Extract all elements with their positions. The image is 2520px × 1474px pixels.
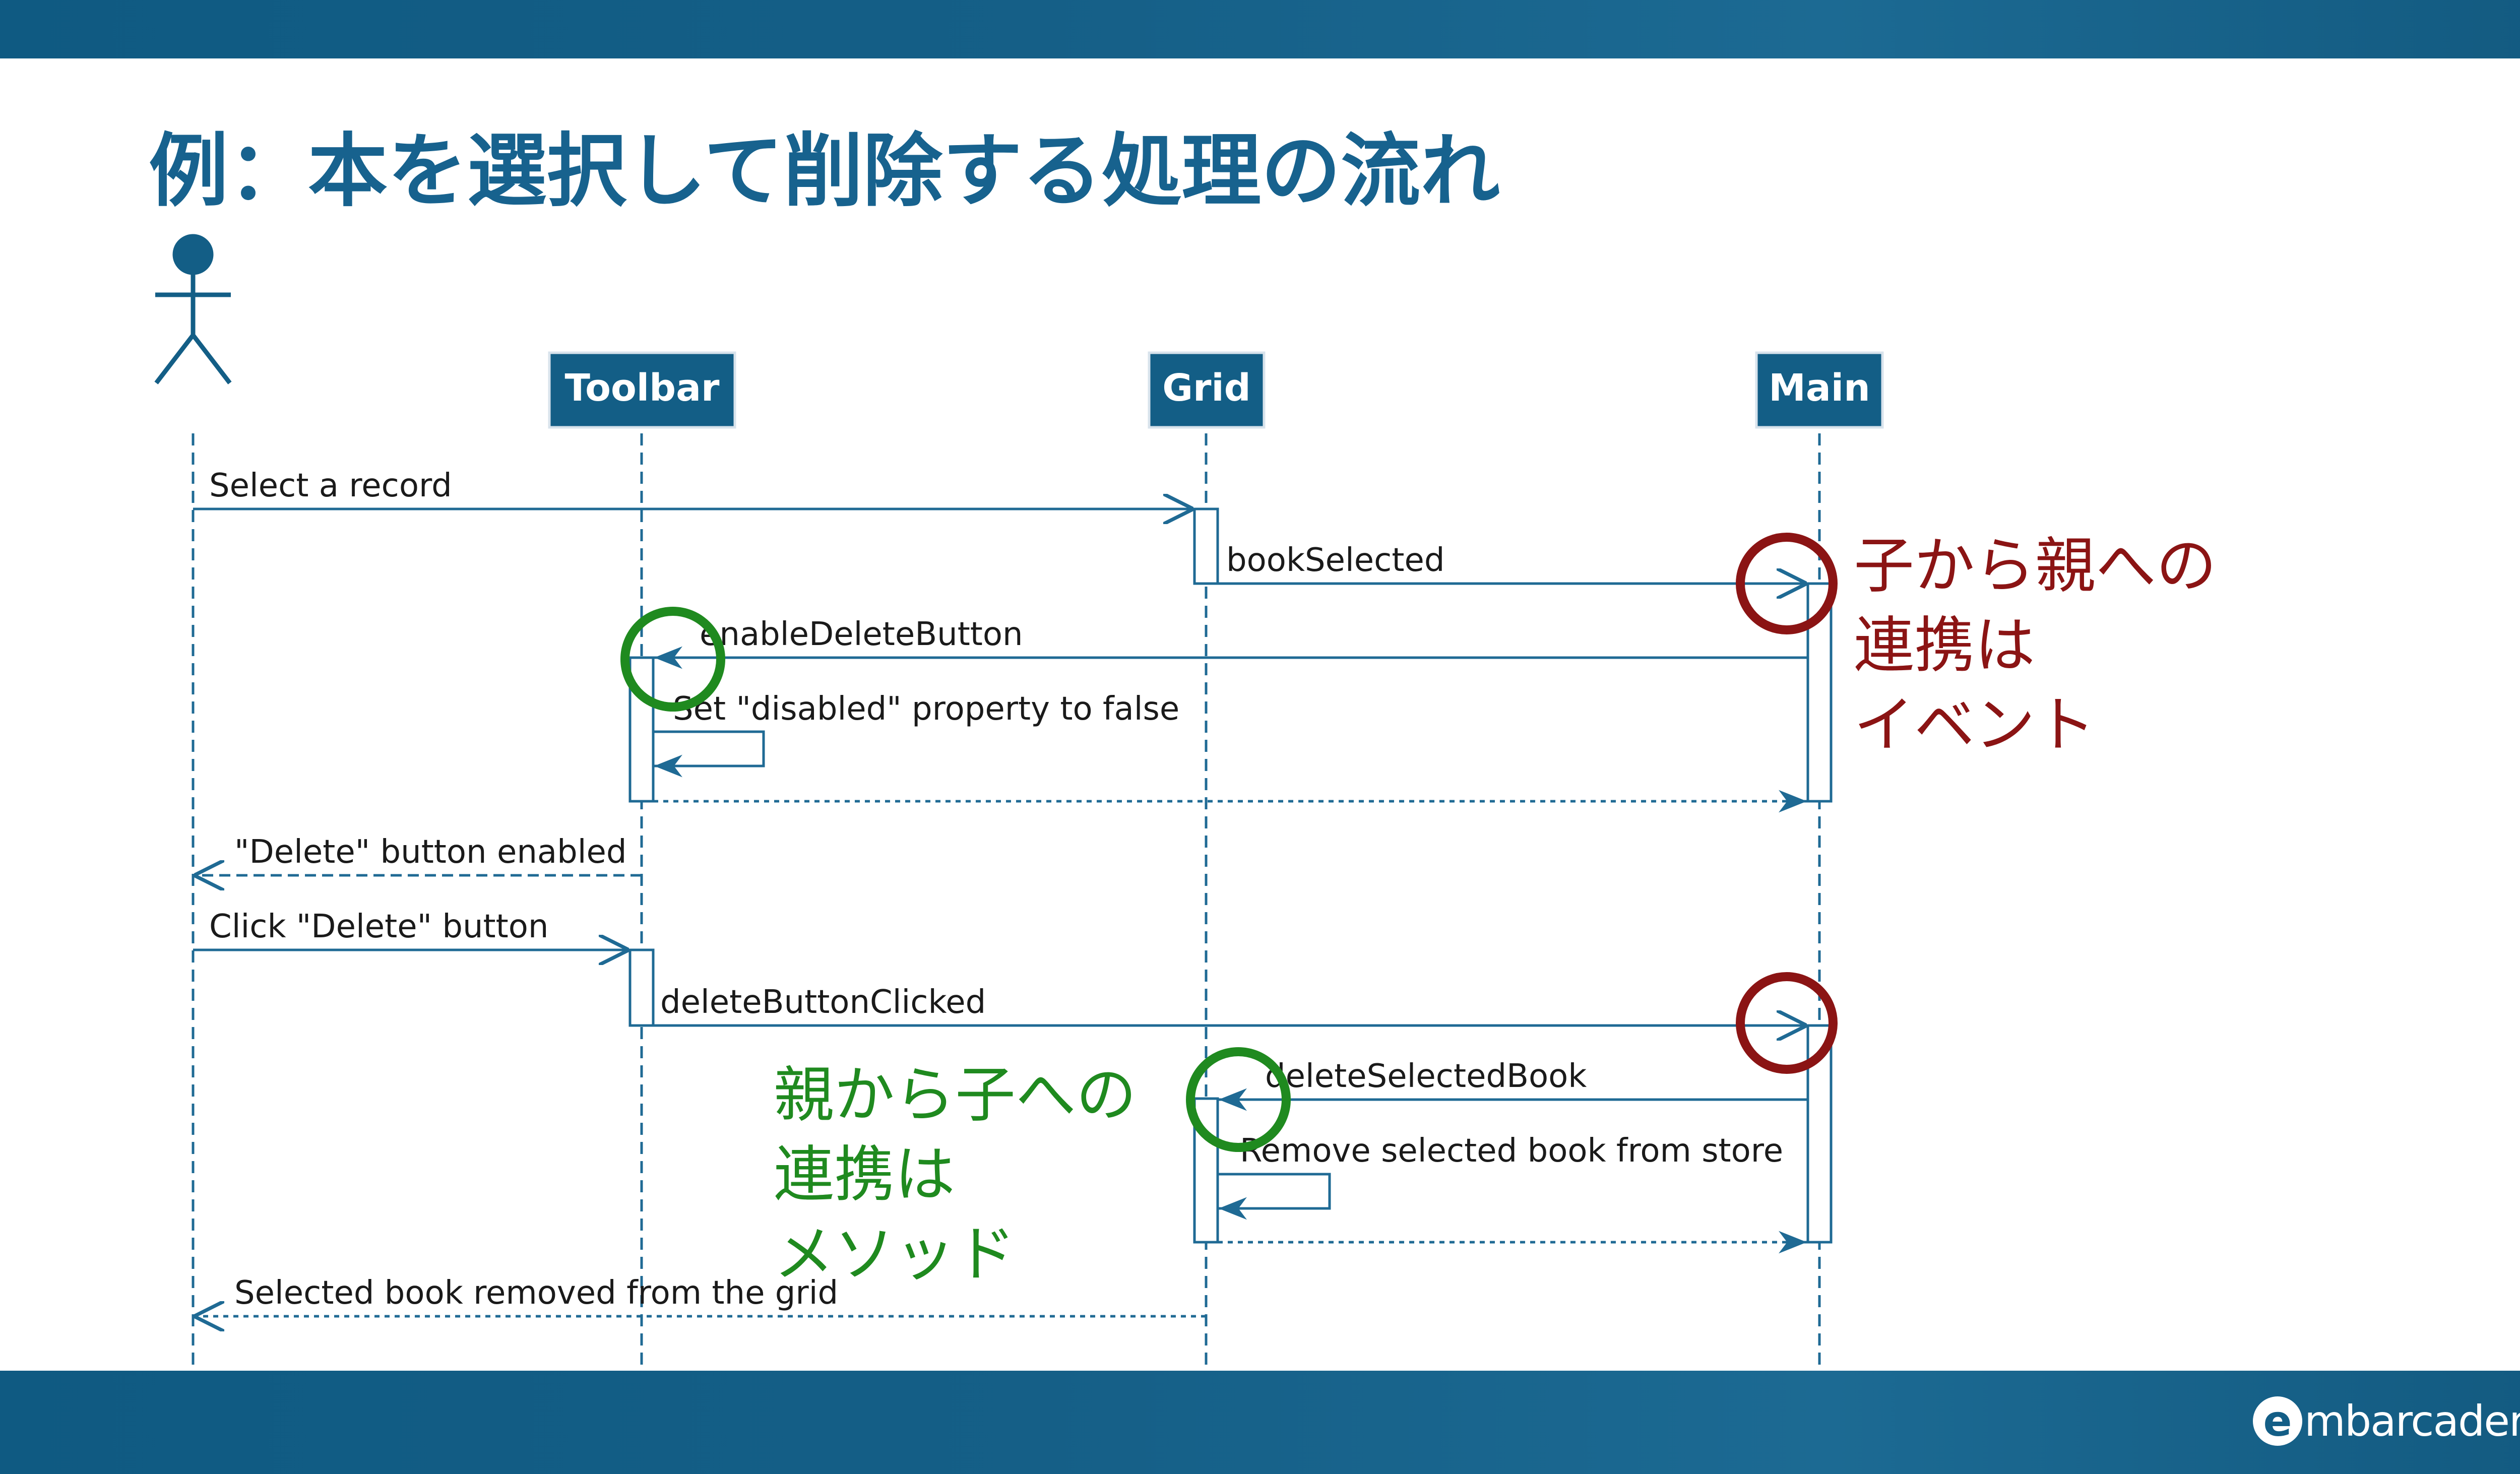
- activation-toolbar-2: [628, 948, 655, 1027]
- actor-icon: [154, 234, 232, 384]
- svg-text:Main: Main: [1769, 366, 1870, 410]
- highlight-circle-method-1: [620, 607, 725, 712]
- note-method-line-2: 連携は: [774, 1140, 955, 1210]
- participant-main: Main: [1755, 351, 1884, 429]
- label-click-delete: Click "Delete" button: [209, 908, 548, 945]
- label-select-record: Select a record: [209, 467, 452, 504]
- highlight-circle-event-2: [1736, 972, 1838, 1074]
- note-method-line-1: 親から子への: [774, 1060, 1137, 1130]
- label-remove-book: Remove selected book from store: [1240, 1132, 1783, 1170]
- top-banner: [0, 0, 2520, 58]
- message-set-disabled: [653, 730, 765, 778]
- svg-text:Grid: Grid: [1162, 366, 1251, 410]
- note-method: 親から子への 連携は メソッド: [774, 1056, 1137, 1295]
- label-enable-delete: enableDeleteButton: [700, 616, 1023, 653]
- label-button-enabled: "Delete" button enabled: [234, 834, 627, 871]
- activation-grid-1: [1193, 507, 1219, 585]
- page-title: 例：本を選択して削除する処理の流れ: [149, 125, 1500, 218]
- label-book-selected: bookSelected: [1226, 542, 1444, 579]
- note-method-line-3: メソッド: [774, 1220, 1016, 1290]
- label-delete-selected: deleteSelectedBook: [1265, 1058, 1587, 1095]
- participant-grid: Grid: [1148, 351, 1266, 429]
- svg-text:Toolbar: Toolbar: [564, 366, 720, 410]
- message-remove-book: [1218, 1173, 1331, 1220]
- logo-mark: e: [2253, 1396, 2302, 1446]
- participant-toolbar: Toolbar: [548, 351, 736, 429]
- highlight-circle-method-2: [1186, 1047, 1291, 1152]
- label-book-removed: Selected book removed from the grid: [234, 1274, 838, 1312]
- highlight-circle-event-1: [1736, 533, 1838, 634]
- embarcadero-logo: e mbarcadero ®: [2253, 1388, 2520, 1454]
- note-event: 子から親への 連携は イベント: [1854, 527, 2217, 765]
- bottom-banner: [0, 1371, 2520, 1474]
- note-event-line-2: 連携は: [1854, 611, 2035, 681]
- label-set-disabled: Set "disabled" property to false: [673, 690, 1179, 728]
- note-event-line-3: イベント: [1854, 690, 2096, 760]
- label-delete-clicked: deleteButtonClicked: [660, 984, 986, 1021]
- logo-wordmark: mbarcadero: [2304, 1396, 2520, 1446]
- note-event-line-1: 子から親への: [1854, 531, 2217, 601]
